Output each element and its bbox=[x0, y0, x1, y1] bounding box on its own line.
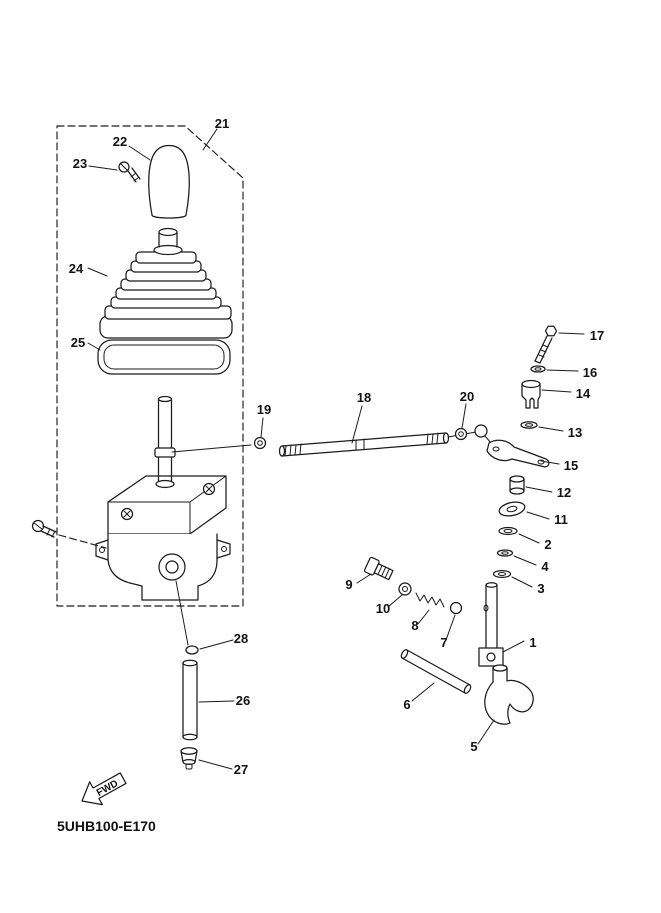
callout-2: 2 bbox=[544, 537, 551, 552]
callout-10: 10 bbox=[376, 601, 390, 616]
callout-26: 26 bbox=[236, 693, 250, 708]
part-link-line bbox=[171, 444, 252, 453]
callout-27: 27 bbox=[234, 762, 248, 777]
callout-23: 23 bbox=[73, 156, 87, 171]
callout-20: 20 bbox=[460, 389, 474, 404]
part-clip-28 bbox=[175, 580, 199, 655]
callout-1: 1 bbox=[529, 635, 536, 650]
part-detent-plug-9 bbox=[363, 556, 394, 581]
part-washer-19 bbox=[253, 436, 267, 450]
callout-17: 17 bbox=[590, 328, 604, 343]
part-washer-10 bbox=[398, 582, 412, 596]
diagram-code: 5UHB100-E170 bbox=[57, 818, 156, 834]
part-spring-8 bbox=[415, 592, 445, 608]
callout-7: 7 bbox=[440, 635, 447, 650]
part-tube-26 bbox=[182, 659, 198, 741]
callout-24: 24 bbox=[69, 261, 84, 276]
fwd-arrow: FWD bbox=[81, 772, 127, 806]
part-washer-13 bbox=[520, 421, 538, 429]
part-washer-3 bbox=[492, 569, 512, 579]
part-gasket bbox=[97, 339, 231, 375]
part-shift-rod bbox=[278, 432, 450, 457]
part-rubber-boot bbox=[99, 227, 233, 339]
part-screw-23 bbox=[118, 161, 141, 183]
callout-3: 3 bbox=[537, 581, 544, 596]
callout-12: 12 bbox=[557, 485, 571, 500]
callout-28: 28 bbox=[234, 631, 248, 646]
part-shift-fork bbox=[484, 664, 534, 725]
assembly-dashed-box bbox=[56, 125, 244, 607]
callout-8: 8 bbox=[411, 618, 418, 633]
callout-25: 25 bbox=[71, 335, 85, 350]
callout-18: 18 bbox=[357, 390, 371, 405]
part-ball-joint bbox=[474, 424, 492, 444]
callout-4: 4 bbox=[541, 559, 549, 574]
callout-11: 11 bbox=[554, 512, 568, 527]
part-washer-2 bbox=[498, 526, 518, 536]
part-cap-27 bbox=[180, 747, 198, 770]
callout-22: 22 bbox=[113, 134, 127, 149]
part-control-housing bbox=[95, 475, 231, 601]
part-washer-4 bbox=[496, 549, 514, 557]
part-plate-11 bbox=[498, 501, 526, 517]
callout-19: 19 bbox=[257, 402, 271, 417]
part-shift-lever bbox=[154, 395, 176, 489]
fwd-label: FWD bbox=[95, 778, 120, 799]
callout-9: 9 bbox=[345, 577, 352, 592]
part-bushing-12 bbox=[509, 475, 525, 495]
part-ball-7 bbox=[449, 601, 463, 615]
part-lever-15 bbox=[486, 439, 550, 468]
callout-13: 13 bbox=[568, 425, 582, 440]
leader-lines bbox=[87, 128, 585, 770]
callouts: 21 22 23 24 25 17 16 14 13 20 18 19 15 1… bbox=[69, 116, 604, 777]
part-joint-14 bbox=[521, 379, 541, 409]
part-rod-6 bbox=[400, 649, 472, 694]
part-shift-shaft bbox=[478, 582, 504, 667]
callout-14: 14 bbox=[576, 386, 591, 401]
callout-5: 5 bbox=[470, 739, 477, 754]
callout-21: 21 bbox=[215, 116, 229, 131]
callout-16: 16 bbox=[583, 365, 597, 380]
callout-15: 15 bbox=[564, 458, 578, 473]
part-bolt-17 bbox=[534, 325, 558, 364]
part-washer-16 bbox=[530, 365, 546, 373]
part-washer-20 bbox=[454, 427, 468, 441]
callout-6: 6 bbox=[403, 697, 410, 712]
part-housing-screw bbox=[31, 519, 107, 549]
part-shift-knob bbox=[148, 144, 190, 219]
